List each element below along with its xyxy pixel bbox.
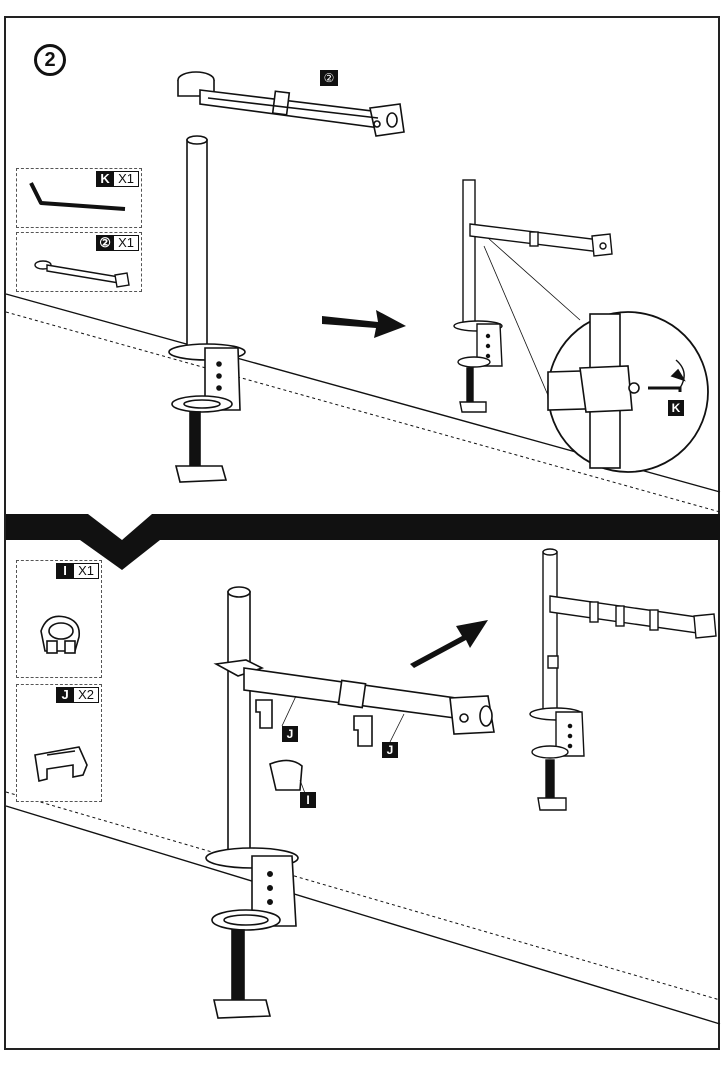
- top-assembled-result: [453, 179, 613, 413]
- part-tag-arm: ② X1: [96, 235, 139, 251]
- part-quantity: X1: [74, 563, 99, 579]
- arm-number-label: ②: [320, 70, 338, 86]
- part-box-clip-i: I X1: [16, 560, 102, 678]
- bottom-assembled-result: [529, 548, 717, 811]
- bottom-desk-edge: [5, 791, 721, 1025]
- part-letter: J: [56, 687, 75, 703]
- part-box-monitor-arm: ② X1: [16, 232, 142, 292]
- part-tag-k: K X1: [96, 171, 139, 187]
- arrow-up-right-icon: [410, 620, 488, 668]
- callout-label-k: K: [668, 400, 684, 416]
- part-quantity: X2: [74, 687, 99, 703]
- bottom-pole-assembly: [205, 586, 495, 1019]
- arrow-right-icon: [322, 310, 406, 338]
- square-cable-clip-icon: [34, 746, 88, 782]
- part-letter: I: [56, 563, 75, 579]
- round-cable-clip-icon: [40, 615, 81, 654]
- top-monitor-arm: [177, 71, 405, 137]
- label-clip-j-2: J: [382, 742, 398, 758]
- monitor-arm-icon: [34, 260, 130, 288]
- zoom-callout: [483, 237, 709, 473]
- section-divider: [6, 514, 720, 570]
- part-box-hex-key: K X1: [16, 168, 142, 228]
- top-pole-assembly: [168, 135, 246, 483]
- part-tag-j: J X2: [56, 687, 99, 703]
- part-letter: K: [96, 171, 115, 187]
- step-number: 2: [34, 44, 66, 76]
- label-clip-j-1: J: [282, 726, 298, 742]
- part-letter: ②: [96, 235, 115, 251]
- part-quantity: X1: [114, 171, 139, 187]
- hex-key-icon: [29, 182, 126, 211]
- part-quantity: X1: [114, 235, 139, 251]
- part-tag-i: I X1: [56, 563, 99, 579]
- label-clip-i: I: [300, 792, 316, 808]
- part-box-clip-j: J X2: [16, 684, 102, 802]
